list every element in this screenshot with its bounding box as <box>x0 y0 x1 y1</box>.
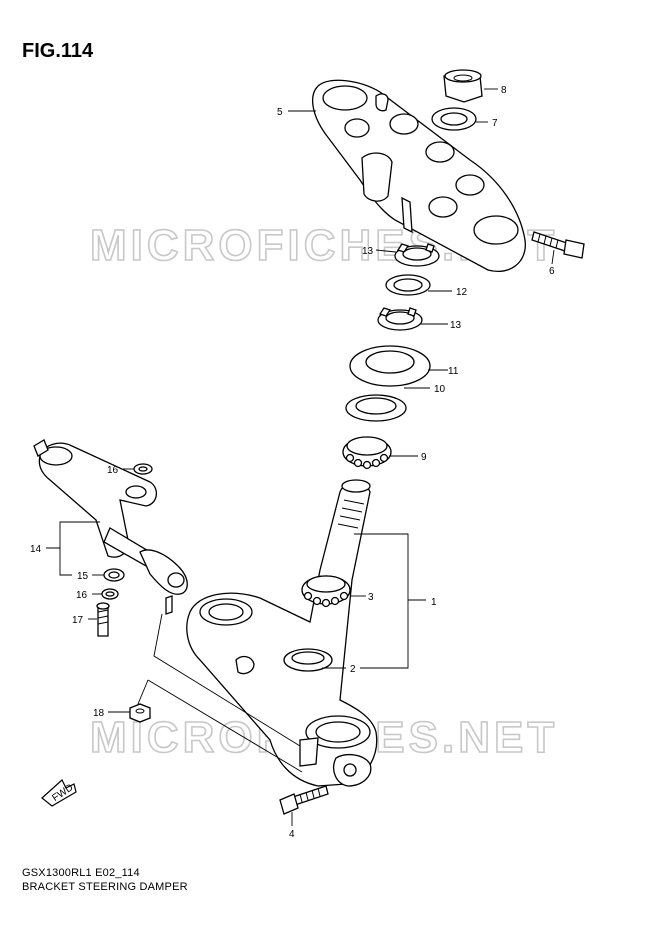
callout-13-upper: 13 <box>362 246 374 257</box>
callout-16-upper: 16 <box>107 465 119 476</box>
callout-14: 14 <box>30 544 42 555</box>
callout-3: 3 <box>368 592 374 603</box>
callout-8: 8 <box>501 85 507 96</box>
callout-2: 2 <box>350 664 356 675</box>
bearing-part-9 <box>342 436 392 470</box>
fwd-arrow-icon: FWD <box>41 779 77 807</box>
upper-bracket-part-5 <box>312 79 526 272</box>
callout-12: 12 <box>456 287 468 298</box>
steering-damper-part-14 <box>33 439 188 615</box>
bolt-part-4 <box>279 785 329 815</box>
callout-9: 9 <box>421 452 427 463</box>
figure-title: FIG.114 <box>22 40 94 62</box>
callout-18: 18 <box>93 708 105 719</box>
footer-code: GSX1300RL1 E02_114 <box>22 867 140 879</box>
callout-15: 15 <box>77 571 89 582</box>
callout-13-lower: 13 <box>450 320 462 331</box>
lockwasher-part-12 <box>385 274 431 296</box>
locknut-part-13-lower <box>377 307 423 331</box>
callout-labels: 1 2 3 4 5 6 7 8 9 10 11 12 13 13 14 15 1… <box>30 85 555 840</box>
race-part-10 <box>345 394 407 422</box>
callout-11: 11 <box>448 366 459 377</box>
washer-part-16-upper <box>133 463 153 475</box>
nut-part-18 <box>129 703 151 723</box>
bush-part-15 <box>103 568 125 582</box>
washer-part-7 <box>431 107 477 131</box>
callout-16-lower: 16 <box>76 590 88 601</box>
bolt-part-6 <box>531 231 585 259</box>
leader-lines <box>46 88 555 826</box>
callout-5: 5 <box>277 107 283 118</box>
callout-4: 4 <box>289 829 295 840</box>
bolt-part-17 <box>96 602 110 637</box>
callout-6: 6 <box>549 266 555 277</box>
nut-part-8 <box>443 69 483 103</box>
dust-seal-part-2 <box>283 648 333 672</box>
locknut-part-13-upper <box>394 243 440 267</box>
callout-7: 7 <box>492 118 498 129</box>
steering-stem-part-1 <box>186 479 378 787</box>
callout-17: 17 <box>72 615 84 626</box>
footer-title: BRACKET STEERING DAMPER <box>22 881 188 893</box>
washer-part-16-lower <box>101 588 119 600</box>
dust-seal-part-11 <box>349 345 431 387</box>
callout-1: 1 <box>431 597 437 608</box>
callout-10: 10 <box>434 384 446 395</box>
bearing-part-3 <box>301 575 351 608</box>
